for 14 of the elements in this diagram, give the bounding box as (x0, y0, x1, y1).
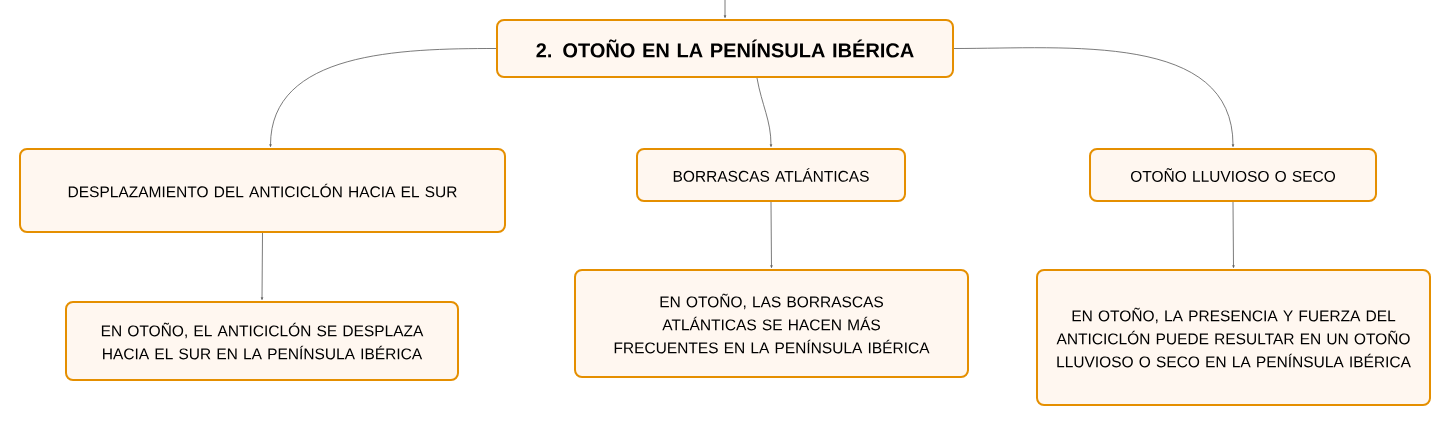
arrow (770, 201, 773, 268)
concept-box: DESPLAZAMIENTO DEL ANTICICLÓN HACIA EL SUR (19, 148, 506, 233)
arrow (723, 0, 727, 18)
concept-box: EN OTOÑO, LAS BORRASCAS ATLÁNTICAS SE HACEN MÁS FRECUENTES EN LA PENÍNSULA IBÉRICA (574, 269, 969, 378)
arrow (1232, 201, 1235, 268)
title-box: 2. OTOÑO EN LA PENÍNSULA IBÉRICA (496, 19, 954, 78)
arrow (261, 232, 264, 300)
arrow (953, 47, 1235, 147)
concept-box: BORRASCAS ATLÁNTICAS (636, 148, 906, 202)
concept-box: EN OTOÑO, EL ANTICICLÓN SE DESPLAZA HACIA EL SUR EN LA PENÍNSULA IBÉRICA (65, 301, 459, 381)
concept-box: OTOÑO LLUVIOSO O SECO (1089, 148, 1377, 202)
arrow (756, 77, 773, 147)
concept-box: EN OTOÑO, LA PRESENCIA Y FUERZA DEL ANTICICLÓN PUEDE RESULTAR EN UN OTOÑO LLUVIOSO O SECO EN LA PENÍNSULA IBÉRICA (1036, 269, 1431, 406)
arrow (269, 48, 497, 147)
